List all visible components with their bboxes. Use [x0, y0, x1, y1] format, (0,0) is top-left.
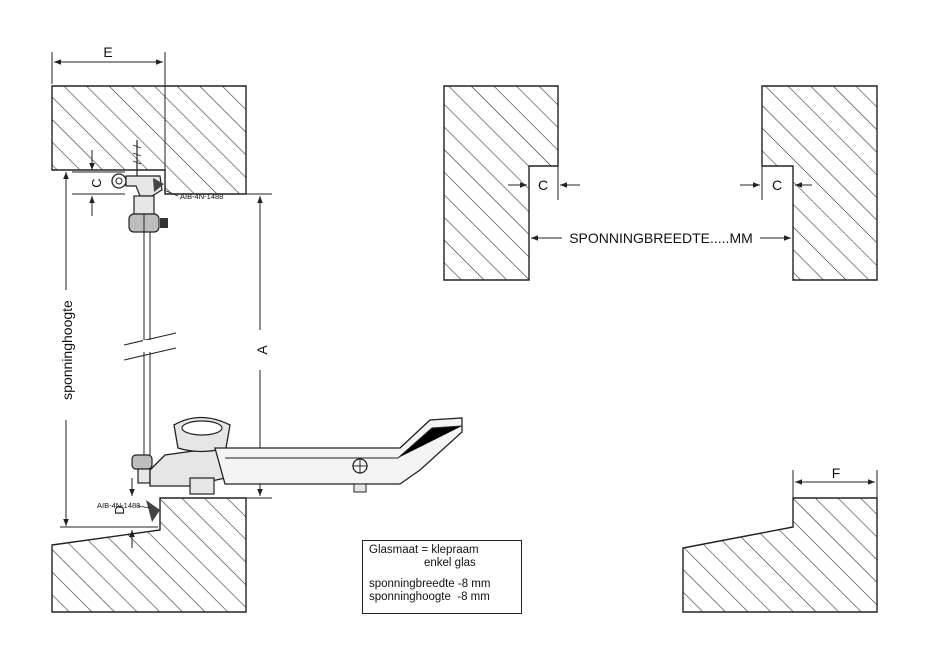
note-line-3: sponningbreedte -8 mm: [369, 578, 491, 590]
sponninghoogte-label: sponninghoogte: [59, 300, 75, 400]
sponningbreedte-label: SPONNINGBREEDTE.....MM: [569, 230, 753, 246]
dimension-f-label: F: [832, 465, 841, 481]
dimension-d-label: D: [112, 505, 127, 514]
glass-pane: [123, 198, 177, 470]
dimension-c-top: C: [72, 150, 125, 216]
dimension-sponningbreedte: SPONNINGBREEDTE.....MM: [531, 230, 791, 246]
dimension-d-bottom: D: [112, 478, 135, 548]
note-line-4: sponninghoogte -8 mm: [369, 591, 490, 603]
dimension-e: E: [51, 44, 166, 170]
bottom-stay-assembly: [131, 416, 463, 522]
dimension-a-label: A: [254, 345, 270, 355]
dimension-f: F: [792, 465, 878, 498]
top-part-code: AIB-4N-1488: [180, 192, 223, 201]
dimension-c-top-label: C: [89, 178, 104, 187]
dimension-sponninghoogte: sponninghoogte: [59, 172, 158, 528]
bottom-part-code: AIB-4N-1488: [97, 501, 140, 510]
dimension-c-right-frame: C: [740, 166, 812, 200]
dimension-c-left-frame: C: [508, 166, 580, 200]
dimension-e-label: E: [103, 44, 112, 60]
bottom-frame-section: [51, 497, 247, 613]
top-hinge: [111, 140, 168, 236]
note-line-1: Glasmaat = klepraam: [369, 544, 479, 556]
note-line-2: enkel glas: [424, 557, 476, 569]
left-frame-profile: [443, 85, 559, 281]
c-left-frame-label: C: [538, 177, 548, 193]
glass-size-note: Glasmaat = klepraam enkel glas sponningb…: [362, 540, 522, 614]
sill-profile: [682, 497, 878, 613]
c-right-frame-label: C: [772, 177, 782, 193]
